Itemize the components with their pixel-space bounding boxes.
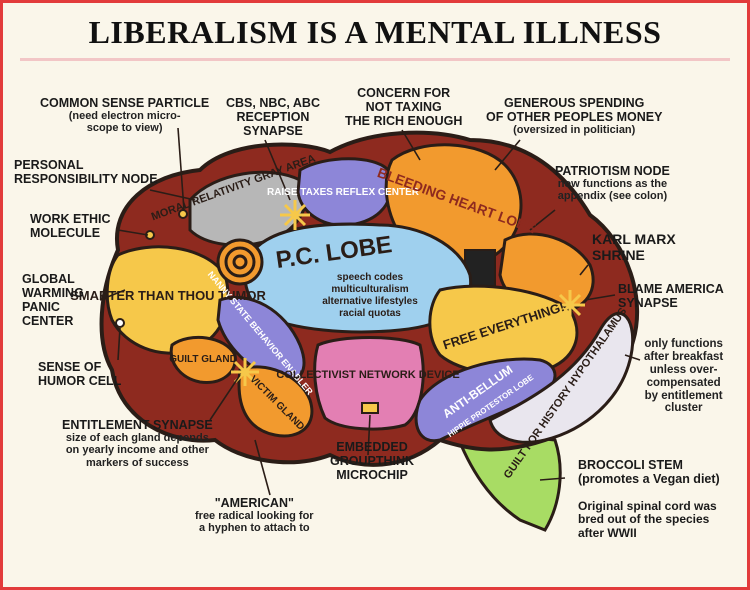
broccoli-stem — [452, 428, 562, 532]
pc-lobe-sub-0: speech codes — [337, 272, 404, 283]
synapse-sparks — [231, 200, 585, 386]
target-rings — [216, 238, 264, 286]
humor-cell-dot — [115, 318, 125, 328]
pc-lobe-sub-2: alternative lifestyles — [322, 296, 418, 307]
raise-taxes-text: RAISE TAXES REFLEX CENTER — [267, 187, 420, 198]
guilt-gland-region — [169, 336, 237, 384]
broccoli-label: BROCCOLI STEM (promotes a Vegan diet) — [578, 458, 720, 486]
groupthink-microchip — [361, 402, 379, 414]
guilt-gland-text: GUILT GLAND — [169, 354, 237, 365]
entitlement-label: ENTITLEMENT SYNAPSE size of each gland d… — [62, 418, 213, 469]
title-divider — [20, 58, 730, 61]
moral-relativity-region — [188, 170, 308, 247]
smarter-text: SMARTER THAN THOU TUMOR — [70, 288, 266, 303]
hypothalamus-region — [488, 311, 635, 444]
leader-lines — [99, 127, 641, 496]
victim-gland-region — [237, 365, 314, 438]
american-label: "AMERICAN" free radical looking for a hy… — [195, 496, 314, 535]
common-sense-dot — [178, 209, 188, 219]
pc-lobe-sub-1: multiculturalism — [331, 284, 408, 295]
common-sense-label: COMMON SENSE PARTICLE (need electron mic… — [40, 96, 210, 135]
collectivist-text: COLLECTIVIST NETWORK DEVICE — [276, 369, 459, 381]
raise-taxes-region — [296, 157, 393, 227]
patriotism-label: PATRIOTISM NODE now functions as the app… — [555, 164, 670, 203]
pc-lobe-sub-3: racial quotas — [339, 308, 401, 319]
collectivist-region — [313, 336, 425, 431]
page-title: LIBERALISM IS A MENTAL ILLNESS — [88, 14, 662, 50]
nanny-state-region — [216, 295, 306, 383]
